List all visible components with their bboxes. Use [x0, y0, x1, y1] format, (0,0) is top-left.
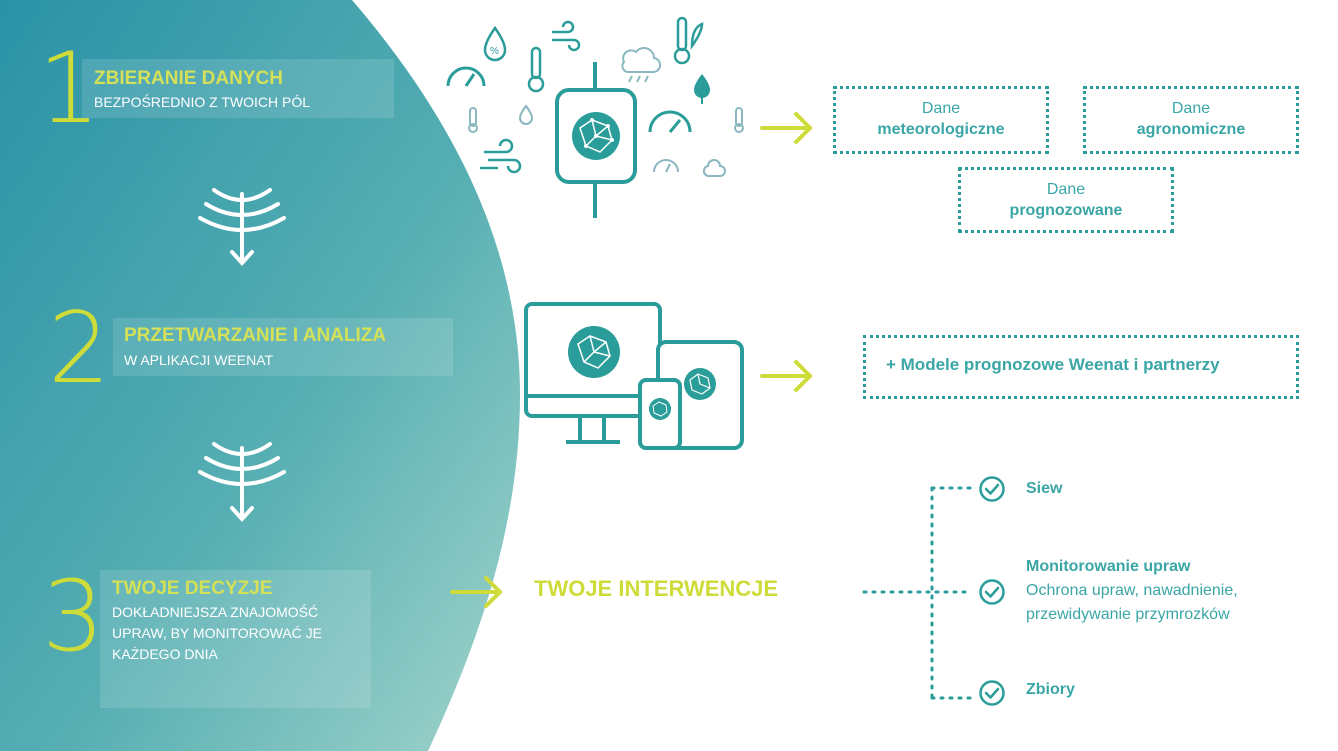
check-icon — [979, 680, 1005, 706]
models-label: + Modele prognozowe Weenat i partnerzy — [886, 355, 1220, 374]
gauge-icon — [446, 66, 486, 87]
step-1-box — [82, 59, 394, 118]
thermometer-icon — [527, 46, 545, 93]
step-1-number: 1 — [38, 32, 101, 146]
step-1-subtitle: BEZPOŚREDNIO Z TWOICH PÓL — [94, 94, 310, 110]
result-title: Siew — [1026, 480, 1063, 497]
step-2-box — [113, 318, 453, 376]
arrow-right-icon — [450, 576, 502, 608]
svg-text:%: % — [490, 46, 499, 57]
leaf-thermometer-icon — [673, 16, 704, 65]
drop-icon — [468, 104, 744, 178]
step-3-number: 3 — [42, 560, 105, 674]
data-box-agronomic: Dane agronomiczne — [1083, 86, 1299, 154]
data-box-label: Dane — [921, 100, 961, 117]
data-box-label: Dane — [1171, 100, 1211, 117]
step-2-subtitle: W APLIKACJI WEENAT — [124, 352, 274, 368]
step-3-box — [100, 570, 371, 708]
devices-illustration — [524, 302, 744, 450]
check-icon — [979, 476, 1005, 502]
step-3-subtitle-line: UPRAW, BY MONITOROWAĆ JE — [112, 625, 323, 641]
gauge-icon — [653, 159, 679, 173]
data-box-title: meteorologiczne — [877, 121, 1005, 138]
check-icon — [979, 579, 1005, 605]
data-box-meteorological: Dane meteorologiczne — [833, 86, 1049, 154]
result-title: Zbiory — [1026, 681, 1075, 698]
result-title: Monitorowanie upraw — [1026, 558, 1191, 575]
step-1-title: ZBIERANIE DANYCH — [94, 68, 283, 89]
interventions-label: TWOJE INTERWENCJE — [534, 576, 779, 601]
rain-cloud-icon — [621, 47, 662, 83]
result-detail: Ochrona upraw, nawadnienie, — [1026, 582, 1238, 599]
chevrons-down-icon — [198, 188, 286, 266]
branch-connector — [862, 486, 974, 700]
data-box-title: prognozowane — [1009, 202, 1123, 219]
step-2-title: PRZETWARZANIE I ANALIZA — [124, 325, 387, 346]
humidity-icon: % — [483, 25, 507, 62]
gauge-icon — [648, 110, 692, 133]
step-2-number: 2 — [48, 292, 111, 406]
step-3-subtitle-line: DOKŁADNIEJSZA ZNAJOMOŚĆ — [112, 604, 319, 620]
result-harvest: Zbiory — [1026, 678, 1075, 702]
arrow-right-icon — [760, 360, 812, 392]
data-box-forecast: Dane prognozowane — [958, 167, 1174, 233]
result-sowing: Siew — [1026, 477, 1062, 501]
sensor-icon — [572, 112, 620, 160]
step-3-subtitle-line: KAŻDEGO DNIA — [112, 646, 218, 662]
leaf-icon — [694, 74, 710, 104]
chevrons-down-icon — [198, 442, 286, 522]
models-box: + Modele prognozowe Weenat i partnerzy — [863, 335, 1299, 399]
data-box-title: agronomiczne — [1136, 121, 1246, 138]
sensor-cluster: % — [446, 16, 744, 218]
result-detail: przewidywanie przymrozków — [1026, 606, 1230, 623]
arrow-right-icon — [760, 112, 812, 144]
data-box-label: Dane — [1046, 181, 1086, 198]
wind-icon — [552, 20, 581, 52]
step-3-title: TWOJE DECYZJE — [112, 578, 273, 599]
result-monitoring: Monitorowanie upraw Ochrona upraw, nawad… — [1026, 555, 1238, 627]
wind-icon — [480, 138, 522, 174]
